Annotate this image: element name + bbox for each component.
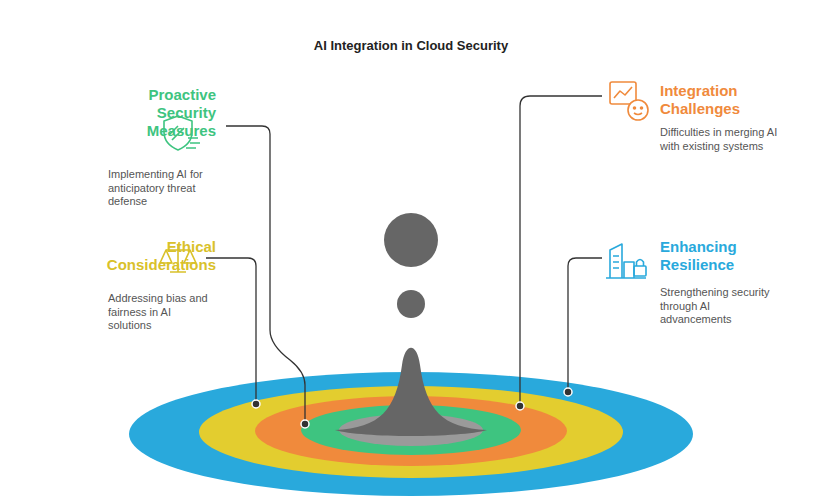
leader-line [568,258,602,392]
callout-heading: Ethical Considerations [98,238,216,274]
callout-block: Integration ChallengesDifficulties in me… [660,82,810,153]
leader-dot [564,388,572,396]
callout-heading: Enhancing Resilience [660,238,760,274]
callout-block: Proactive Security MeasuresImplementing … [86,86,216,209]
leader-line [206,258,256,404]
callout-description: Difficulties in merging AI with existing… [660,126,788,153]
diagram-title: AI Integration in Cloud Security [0,38,822,53]
leader-line [226,126,305,424]
leader-dot [516,402,524,410]
callout-block: Enhancing ResilienceStrengthening securi… [660,238,810,327]
leader-dot [301,420,309,428]
leader-dot [252,400,260,408]
drop-small [397,290,425,318]
callout-heading: Proactive Security Measures [142,86,216,140]
integration-icon [610,82,648,120]
callout-description: Implementing AI for anticipatory threat … [108,168,212,209]
leader-line [520,96,602,406]
resilience-icon [606,244,646,278]
callout-block: Ethical ConsiderationsAddressing bias an… [40,238,220,333]
splash-peak [335,348,487,436]
callout-description: Strengthening security through AI advanc… [660,286,772,327]
callout-description: Addressing bias and fairness in AI solut… [108,292,216,333]
callout-heading: Integration Challenges [660,82,760,118]
drop-large [384,213,438,267]
